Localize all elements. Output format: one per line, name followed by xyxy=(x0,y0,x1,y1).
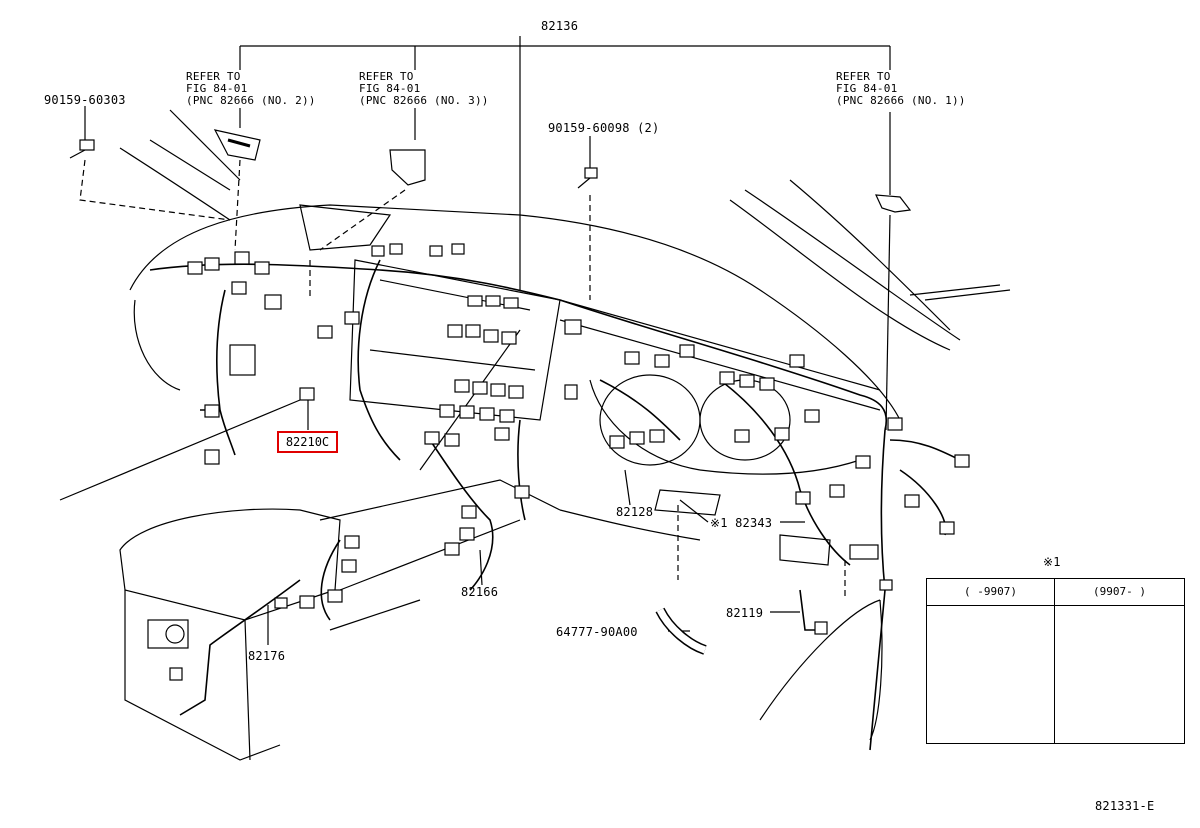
part-82128-label[interactable]: 82128 xyxy=(616,505,654,519)
part-82176-label[interactable]: 82176 xyxy=(248,649,286,663)
highlighted-part-82210C[interactable]: 82210C xyxy=(277,431,338,453)
refer-mid-line3: (PNC 82666 (NO. 3)) xyxy=(359,94,489,107)
inset-marker: ※1 xyxy=(1043,555,1061,569)
bolt-mid-label[interactable]: 90159-60098 (2) xyxy=(548,121,660,135)
refer-left-line3: (PNC 82666 (NO. 2)) xyxy=(186,94,316,107)
part-82119-label[interactable]: 82119 xyxy=(726,606,764,620)
refer-left-line2: FIG 84-01 xyxy=(186,82,248,95)
bolt-left-label[interactable]: 90159-60303 xyxy=(44,93,126,107)
bolt-icon-left xyxy=(69,106,231,221)
clip-icon-right xyxy=(875,194,912,213)
refer-mid-line2: FIG 84-01 xyxy=(359,82,421,95)
bracket-icon-left xyxy=(213,108,261,251)
part-64777-label[interactable]: 64777-90A00 xyxy=(556,625,638,639)
refer-right-line2: FIG 84-01 xyxy=(836,82,898,95)
bolt-icon-mid xyxy=(577,136,598,300)
figure-id: 821331-E xyxy=(1095,799,1155,813)
refer-right-line1: REFER TO xyxy=(836,70,891,83)
main-part-label[interactable]: 82136 xyxy=(541,19,579,33)
inset-col2-header: (9907- ) xyxy=(1093,585,1146,598)
bracket-icon-mid xyxy=(319,108,426,251)
inset-connector-variants: ( -9907) (9907- ) xyxy=(926,578,1185,744)
inset-col1-header: ( -9907) xyxy=(964,585,1017,598)
refer-right-line3: (PNC 82666 (NO. 1)) xyxy=(836,94,966,107)
part-82166-label[interactable]: 82166 xyxy=(461,585,499,599)
connectors xyxy=(169,243,970,681)
refer-left-line1: REFER TO xyxy=(186,70,241,83)
windshield-outline xyxy=(119,109,1011,351)
part-82343-label[interactable]: ※1 82343 xyxy=(710,516,773,530)
dashboard-outline xyxy=(59,204,901,566)
main-harness-callout xyxy=(239,36,891,431)
refer-mid-line1: REFER TO xyxy=(359,70,414,83)
